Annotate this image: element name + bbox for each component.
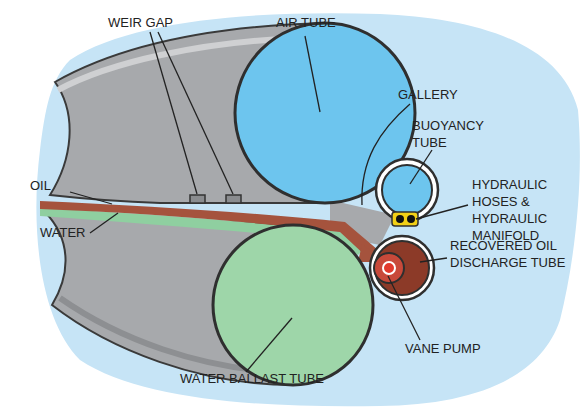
water-ballast-tube [213, 225, 373, 385]
part-label: WEIR GAP [108, 14, 198, 31]
discharge-tube-outer [370, 236, 434, 300]
part-label: WATER BALLAST TUBE [180, 370, 360, 387]
weir-block [226, 195, 241, 203]
discharge-tube [375, 241, 429, 295]
weir-block [190, 195, 205, 203]
water-background [36, 13, 579, 406]
part-label: WATER [40, 224, 100, 241]
leader-lines [70, 32, 468, 372]
pump-hub [383, 262, 395, 274]
hydraulic-manifold [392, 212, 418, 226]
hose-end [396, 215, 404, 223]
hose-end [407, 215, 415, 223]
part-label: OIL [30, 177, 70, 194]
part-label: AIR TUBE [276, 14, 366, 31]
part-label: RECOVERED OIL DISCHARGE TUBE [450, 237, 575, 271]
part-label: GALLERY [398, 86, 478, 103]
part-label: VANE PUMP [405, 340, 505, 357]
buoyancy-tube [382, 165, 432, 215]
part-label: BUOYANCY TUBE [412, 117, 502, 151]
part-label: HYDRAULIC HOSES & HYDRAULIC MANIFOLD [472, 176, 562, 244]
